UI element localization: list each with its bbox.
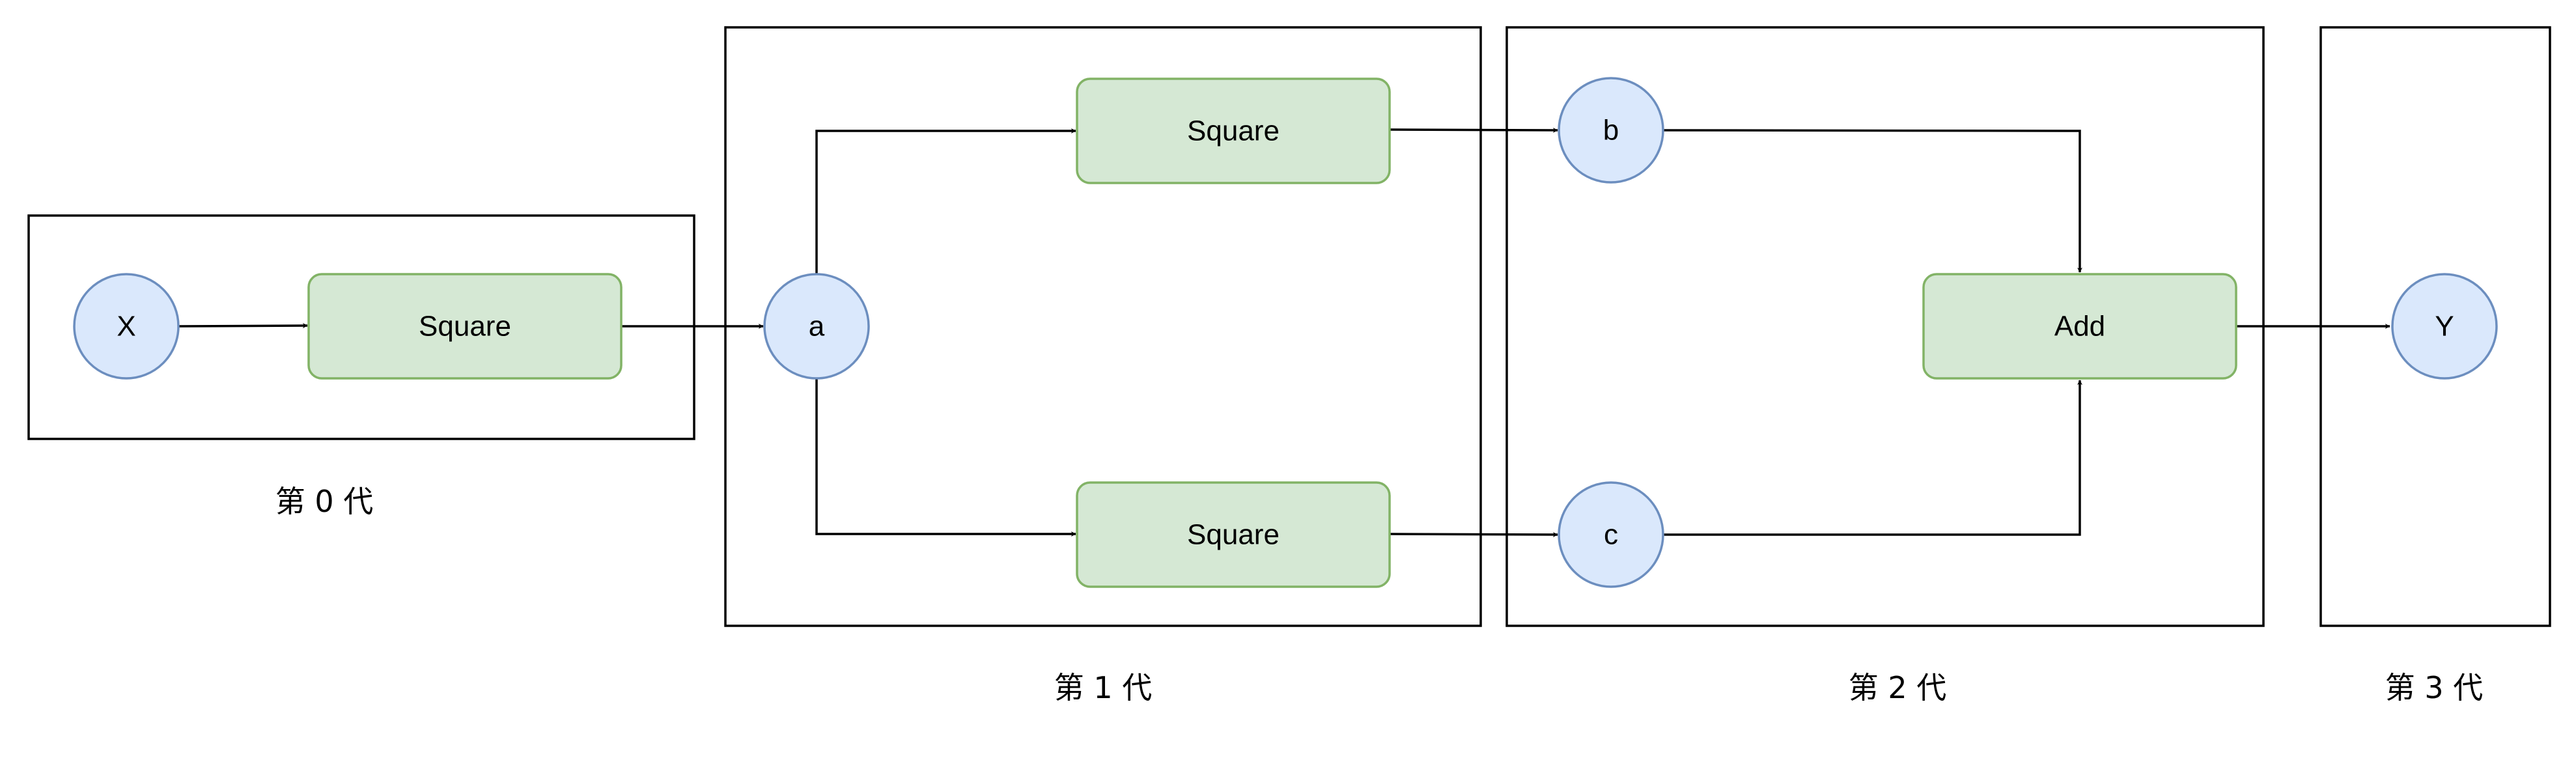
operation-node-square0[interactable]: Square bbox=[307, 273, 623, 380]
operation-node-add[interactable]: Add bbox=[1922, 273, 2237, 380]
edges bbox=[178, 127, 2390, 537]
variable-circle bbox=[73, 273, 180, 380]
operation-node-square1[interactable]: Square bbox=[1076, 77, 1391, 184]
edge-square2-to-c bbox=[1389, 531, 1558, 537]
variable-label: Y bbox=[2435, 311, 2454, 343]
variable-circle bbox=[1558, 481, 1664, 588]
variable-circle bbox=[2391, 273, 2498, 380]
operation-node-square2[interactable]: Square bbox=[1076, 481, 1391, 588]
operation-label: Square bbox=[419, 311, 511, 343]
variable-label: b bbox=[1603, 115, 1619, 147]
operation-label: Square bbox=[1187, 519, 1280, 551]
operation-box bbox=[1076, 481, 1391, 588]
variable-label: X bbox=[117, 311, 135, 343]
variable-node-c[interactable]: c bbox=[1558, 481, 1664, 588]
generation-label-3: 第 3 代 bbox=[2385, 670, 2484, 705]
generation-label-1: 第 1 代 bbox=[1054, 670, 1153, 705]
edge-b-to-add bbox=[1662, 129, 2082, 273]
variable-node-a[interactable]: a bbox=[763, 273, 870, 380]
variable-label: a bbox=[809, 311, 825, 343]
generation-label-0: 第 0 代 bbox=[275, 484, 374, 519]
variable-node-b[interactable]: b bbox=[1558, 77, 1664, 184]
operation-box bbox=[1922, 273, 2237, 380]
operation-box bbox=[1076, 77, 1391, 184]
variable-circle bbox=[763, 273, 870, 380]
variable-label: c bbox=[1604, 519, 1618, 551]
operation-label: Square bbox=[1187, 115, 1280, 147]
operation-box bbox=[307, 273, 623, 380]
edge-a-to-square1 bbox=[815, 128, 1076, 275]
generation-label-2: 第 2 代 bbox=[1849, 670, 1947, 705]
edge-a-to-square2 bbox=[815, 379, 1076, 537]
edge-c-to-add bbox=[1663, 380, 2082, 536]
variable-node-x[interactable]: X bbox=[73, 273, 180, 380]
operation-label: Add bbox=[2054, 311, 2105, 343]
variable-circle bbox=[1558, 77, 1664, 184]
variable-node-y[interactable]: Y bbox=[2391, 273, 2498, 380]
